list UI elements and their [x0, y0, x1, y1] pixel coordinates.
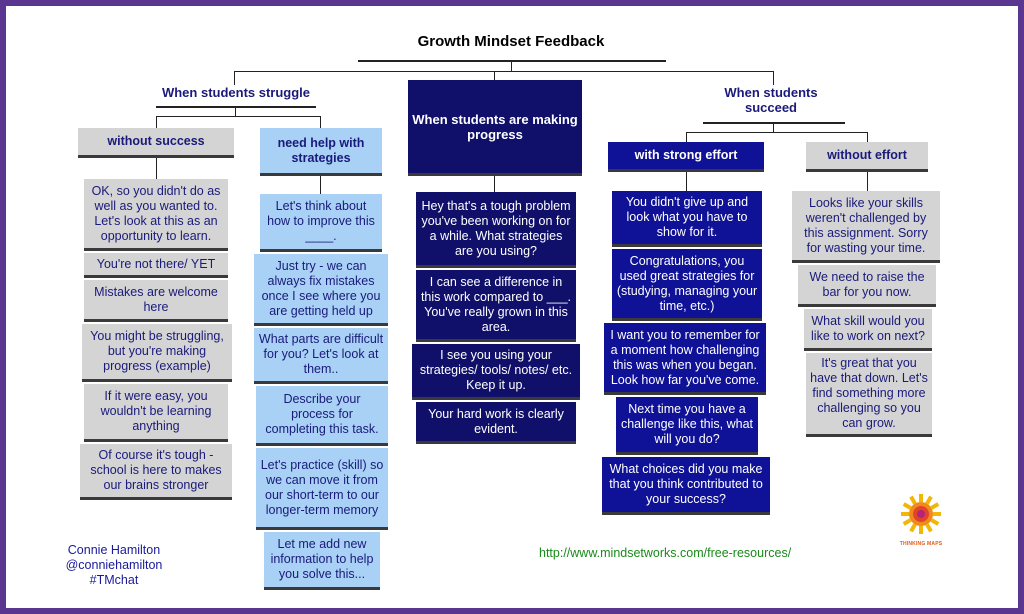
connector: [686, 132, 687, 142]
without-success-item: You're not there/ YET: [84, 253, 228, 278]
connector: [156, 158, 157, 179]
without-success-item: You might be struggling, but you're maki…: [82, 324, 232, 382]
without-effort-item: It's great that you have that down. Let'…: [806, 353, 932, 437]
sun-logo-icon: [901, 494, 941, 534]
credit-hashtag: #TMchat: [89, 573, 139, 587]
diagram-title: Growth Mindset Feedback: [417, 33, 605, 50]
connector: [235, 108, 236, 116]
without-effort-item: Looks like your skills weren't challenge…: [792, 191, 940, 263]
progress-item: I see you using your strategies/ tools/ …: [412, 344, 580, 400]
connector: [234, 71, 774, 72]
without-success-item: If it were easy, you wouldn't be learnin…: [84, 384, 228, 442]
need-help-item: Describe your process for completing thi…: [256, 386, 388, 446]
progress-item: I can see a difference in this work comp…: [416, 270, 576, 342]
connector: [867, 132, 868, 142]
connector: [156, 116, 321, 117]
connector: [494, 176, 495, 192]
without-effort-item: We need to raise the bar for you now.: [798, 265, 936, 307]
strong-effort-item: You didn't give up and look what you hav…: [612, 191, 762, 247]
connector: [511, 62, 512, 72]
strong-effort-item: Congratulations, you used great strategi…: [612, 249, 762, 321]
need-help-item: Let's think about how to improve this __…: [260, 194, 382, 252]
need-help-item: Just try - we can always fix mistakes on…: [254, 254, 388, 326]
connector: [156, 116, 157, 128]
progress-item: Your hard work is clearly evident.: [416, 402, 576, 444]
struggle-header: When students struggle: [161, 85, 311, 100]
without-success-item: Mistakes are welcome here: [84, 280, 228, 322]
connector: [234, 71, 235, 85]
connector: [494, 71, 495, 87]
logo-text: THINKING MAPS: [899, 541, 943, 547]
title-underline: [358, 60, 666, 62]
strong-effort-item: I want you to remember for a moment how …: [604, 323, 766, 395]
need-help-item: Let's practice (skill) so we can move it…: [256, 448, 388, 530]
diagram-canvas: Growth Mindset Feedback When students st…: [6, 6, 1018, 608]
strong-effort-item: Next time you have a challenge like this…: [616, 397, 758, 455]
progress-header: When students are making progress: [408, 80, 582, 176]
need-help-item: What parts are difficult for you? Let's …: [254, 328, 388, 384]
without-effort-header: without effort: [806, 142, 928, 172]
credit-name: Connie Hamilton: [67, 543, 161, 557]
header-underline: [156, 106, 316, 108]
thinking-maps-logo: THINKING MAPS: [896, 492, 946, 552]
credit-handle: @conniehamilton: [65, 558, 163, 572]
succeed-header: When students succeed: [724, 85, 818, 115]
strong-effort-item: What choices did you make that you think…: [602, 457, 770, 515]
connector: [773, 124, 774, 132]
without-success-item: Of course it's tough - school is here to…: [80, 444, 232, 500]
need-help-header: need help with strategies: [260, 128, 382, 176]
connector: [686, 132, 868, 133]
progress-item: Hey that's a tough problem you've been w…: [416, 192, 576, 268]
connector: [867, 172, 868, 191]
strong-effort-header: with strong effort: [608, 142, 764, 172]
without-effort-item: What skill would you like to work on nex…: [804, 309, 932, 351]
connector: [686, 172, 687, 191]
connector: [320, 116, 321, 128]
connector: [320, 176, 321, 194]
without-success-item: OK, so you didn't do as well as you want…: [84, 179, 228, 251]
resource-link[interactable]: http://www.mindsetworks.com/free-resourc…: [539, 546, 792, 560]
connector: [773, 71, 774, 85]
header-underline: [703, 122, 845, 124]
need-help-item: Let me add new information to help you s…: [264, 532, 380, 590]
without-success-header: without success: [78, 128, 234, 158]
